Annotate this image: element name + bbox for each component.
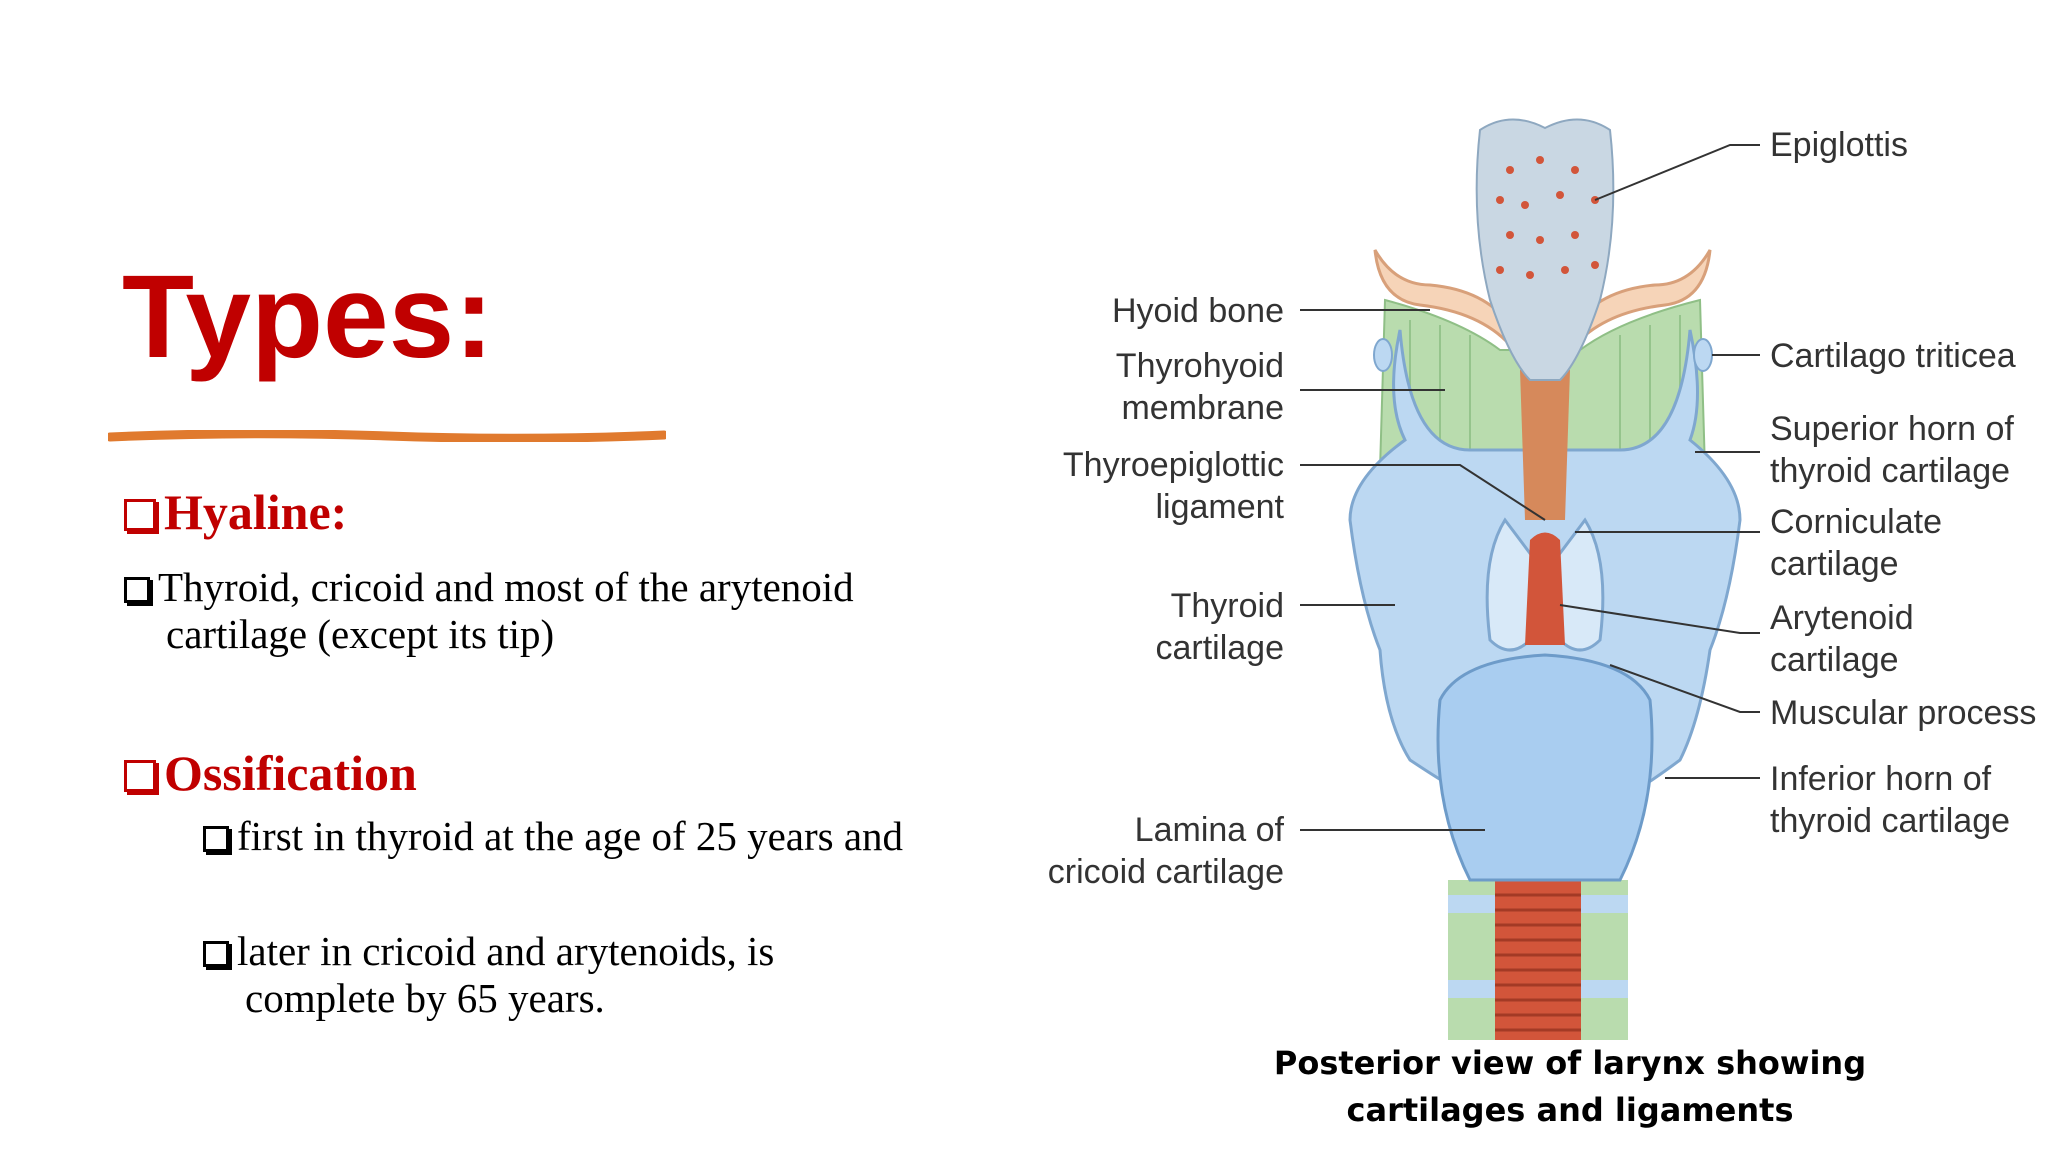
- label-thyroepiglottic-2: ligament: [1155, 488, 1284, 526]
- arytenoid-left: [1485, 517, 1537, 652]
- label-arytenoid-2: cartilage: [1770, 641, 1899, 679]
- checkbox-bullet-icon: [203, 941, 229, 967]
- trachea: [1448, 880, 1628, 1040]
- cartilago-triticea-right: [1693, 338, 1713, 372]
- label-thyroid-2: cartilage: [1155, 629, 1284, 667]
- ossification-item-1: first in thyroid at the age of 25 years …: [203, 813, 1003, 860]
- thyroepiglottic-ligament: [1520, 365, 1570, 520]
- label-inferior-2: thyroid cartilage: [1770, 802, 2010, 840]
- checkbox-bullet-icon: [124, 577, 150, 603]
- epiglottis-glands: [1496, 156, 1599, 279]
- label-corniculate-2: cartilage: [1770, 545, 1899, 583]
- cricoid-lamina: [1436, 653, 1654, 882]
- label-lamina-2: cricoid cartilage: [1048, 853, 1284, 891]
- title-underline: [108, 430, 666, 442]
- label-epiglottis: Epiglottis: [1770, 126, 1908, 164]
- label-thyrohyoid-2: membrane: [1121, 389, 1284, 427]
- label-thyrohyoid-1: Thyrohyoid: [1116, 347, 1284, 385]
- checkbox-bullet-icon: [124, 760, 156, 792]
- caption-line-1: Posterior view of larynx showing: [1273, 1044, 1867, 1082]
- cartilago-triticea-left: [1373, 338, 1393, 372]
- label-muscular-process: Muscular process: [1770, 694, 2036, 732]
- label-superior-1: Superior horn of: [1770, 410, 2014, 448]
- label-inferior-1: Inferior horn of: [1770, 760, 1992, 798]
- label-lamina-1: Lamina of: [1135, 811, 1285, 849]
- larynx-diagram: Hyoid bone Thyrohyoid membrane Thyroepig…: [1048, 118, 2036, 1040]
- label-corniculate-1: Corniculate: [1770, 503, 1942, 541]
- hyaline-heading: Hyaline:: [124, 487, 347, 537]
- label-superior-2: thyroid cartilage: [1770, 452, 2010, 490]
- checkbox-bullet-icon: [124, 499, 156, 531]
- hyaline-item: Thyroid, cricoid and most of the aryteno…: [124, 564, 964, 658]
- label-hyoid-bone: Hyoid bone: [1112, 292, 1284, 330]
- caption-line-2: cartilages and ligaments: [1346, 1091, 1794, 1129]
- checkbox-bullet-icon: [203, 826, 229, 852]
- label-arytenoid-1: Arytenoid: [1770, 599, 1914, 637]
- figure-caption: Posterior view of larynx showing cartila…: [1230, 1040, 1910, 1134]
- ossification-item-2: later in cricoid and arytenoids, is comp…: [203, 928, 843, 1022]
- interarytenoid-muscle: [1525, 532, 1565, 645]
- leader-lines: [1300, 144, 1760, 831]
- label-triticea: Cartilago triticea: [1770, 337, 2016, 375]
- arytenoid-right: [1553, 517, 1605, 652]
- label-thyroepiglottic-1: Thyroepiglottic: [1063, 446, 1284, 484]
- slide-title: Types:: [122, 251, 494, 383]
- ossification-heading: Ossification: [124, 748, 417, 798]
- epiglottis: [1475, 118, 1615, 381]
- label-thyroid-1: Thyroid: [1171, 587, 1284, 625]
